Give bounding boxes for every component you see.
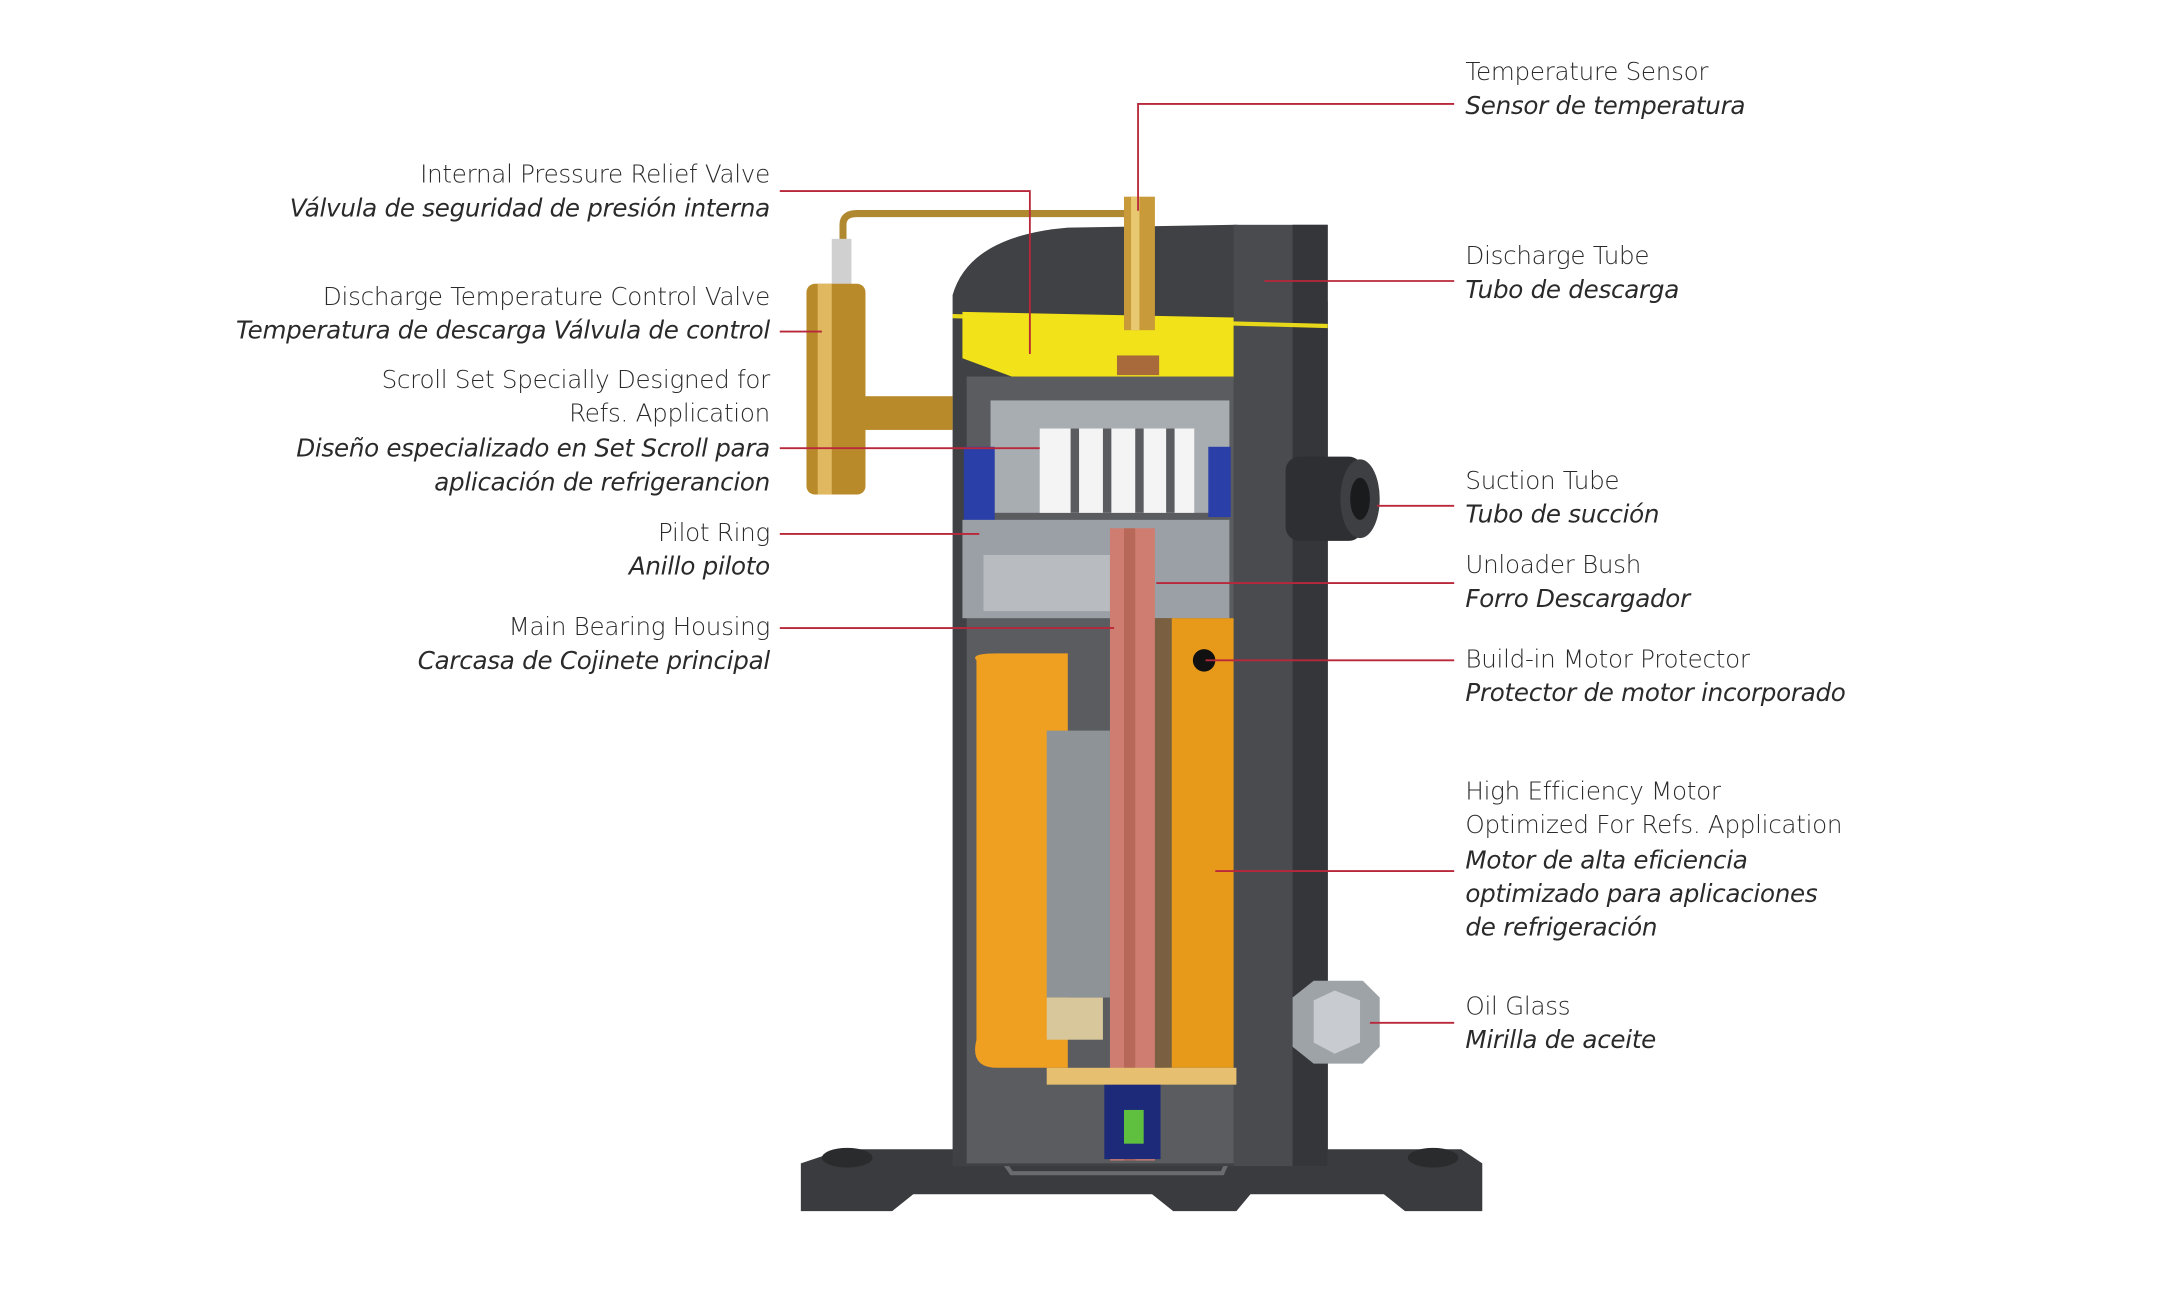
suction-tube bbox=[1285, 456, 1380, 541]
cutaway-interior bbox=[962, 311, 1237, 1164]
label-scroll-set: Scroll Set Specially Designed for Refs. … bbox=[296, 364, 770, 501]
label-en: Build-in Motor Protector bbox=[1465, 646, 1750, 675]
label-main-bearing-housing: Main Bearing Housing Carcasa de Cojinete… bbox=[418, 611, 770, 679]
label-en: Suction Tube bbox=[1465, 467, 1620, 496]
label-es: Sensor de temperatura bbox=[1465, 93, 1746, 122]
label-en: Refs. Application bbox=[569, 400, 770, 429]
label-en: Scroll Set Specially Designed for bbox=[381, 366, 771, 395]
label-discharge-tube: Discharge Tube Tubo de descarga bbox=[1465, 240, 1679, 308]
label-suction-tube: Suction Tube Tubo de succión bbox=[1465, 465, 1659, 533]
label-es: aplicación de refrigerancion bbox=[434, 469, 770, 498]
label-es: Temperatura de descarga Válvula de contr… bbox=[235, 317, 770, 347]
label-es: Anillo piloto bbox=[628, 553, 770, 583]
label-es: Válvula de seguridad de presión interna bbox=[289, 195, 770, 224]
label-es: Motor de alta eficiencia bbox=[1465, 846, 1748, 875]
label-es: Diseño especializado en Set Scroll para bbox=[296, 434, 770, 464]
label-temperature-sensor: Temperature Sensor Sensor de temperatura bbox=[1465, 56, 1745, 124]
label-en: Temperature Sensor bbox=[1465, 59, 1709, 88]
label-internal-pressure-relief-valve: Internal Pressure Relief Valve Válvula d… bbox=[290, 159, 770, 227]
label-unloader-bush: Unloader Bush Forro Descargador bbox=[1465, 549, 1690, 617]
label-discharge-temperature-control-valve: Discharge Temperature Control Valve Temp… bbox=[236, 281, 770, 349]
label-es: Mirilla de aceite bbox=[1465, 1027, 1657, 1056]
label-es: Tubo de descarga bbox=[1465, 277, 1679, 306]
label-en: High Efficiency Motor bbox=[1465, 778, 1721, 807]
label-es: Carcasa de Cojinete principal bbox=[417, 648, 770, 677]
label-en: Oil Glass bbox=[1465, 993, 1571, 1022]
label-high-efficiency-motor: High Efficiency Motor Optimized For Refs… bbox=[1465, 776, 1842, 947]
label-en: Internal Pressure Relief Valve bbox=[420, 161, 770, 190]
label-pilot-ring: Pilot Ring Anillo piloto bbox=[629, 517, 770, 585]
label-es: optimizado para aplicaciones bbox=[1465, 880, 1818, 909]
label-en: Discharge Temperature Control Valve bbox=[322, 283, 770, 312]
label-es: Forro Descargador bbox=[1465, 586, 1690, 615]
label-motor-protector: Build-in Motor Protector Protector de mo… bbox=[1465, 643, 1845, 711]
motor-protector-marker bbox=[1192, 649, 1216, 672]
label-en: Optimized For Refs. Application bbox=[1465, 812, 1843, 841]
label-es: Tubo de succión bbox=[1465, 502, 1660, 531]
discharge-temperature-control-valve bbox=[806, 210, 1124, 495]
label-es: de refrigeración bbox=[1465, 914, 1658, 944]
temperature-sensor-fitting bbox=[1116, 196, 1160, 376]
label-en: Discharge Tube bbox=[1465, 243, 1650, 272]
label-en: Unloader Bush bbox=[1465, 552, 1642, 581]
oil-glass bbox=[1292, 980, 1380, 1064]
label-en: Main Bearing Housing bbox=[508, 613, 771, 643]
leader-lines bbox=[779, 103, 1455, 1024]
label-es: Protector de motor incorporado bbox=[1465, 680, 1846, 709]
label-oil-glass: Oil Glass Mirilla de aceite bbox=[1465, 991, 1656, 1059]
label-en: Pilot Ring bbox=[658, 519, 770, 548]
